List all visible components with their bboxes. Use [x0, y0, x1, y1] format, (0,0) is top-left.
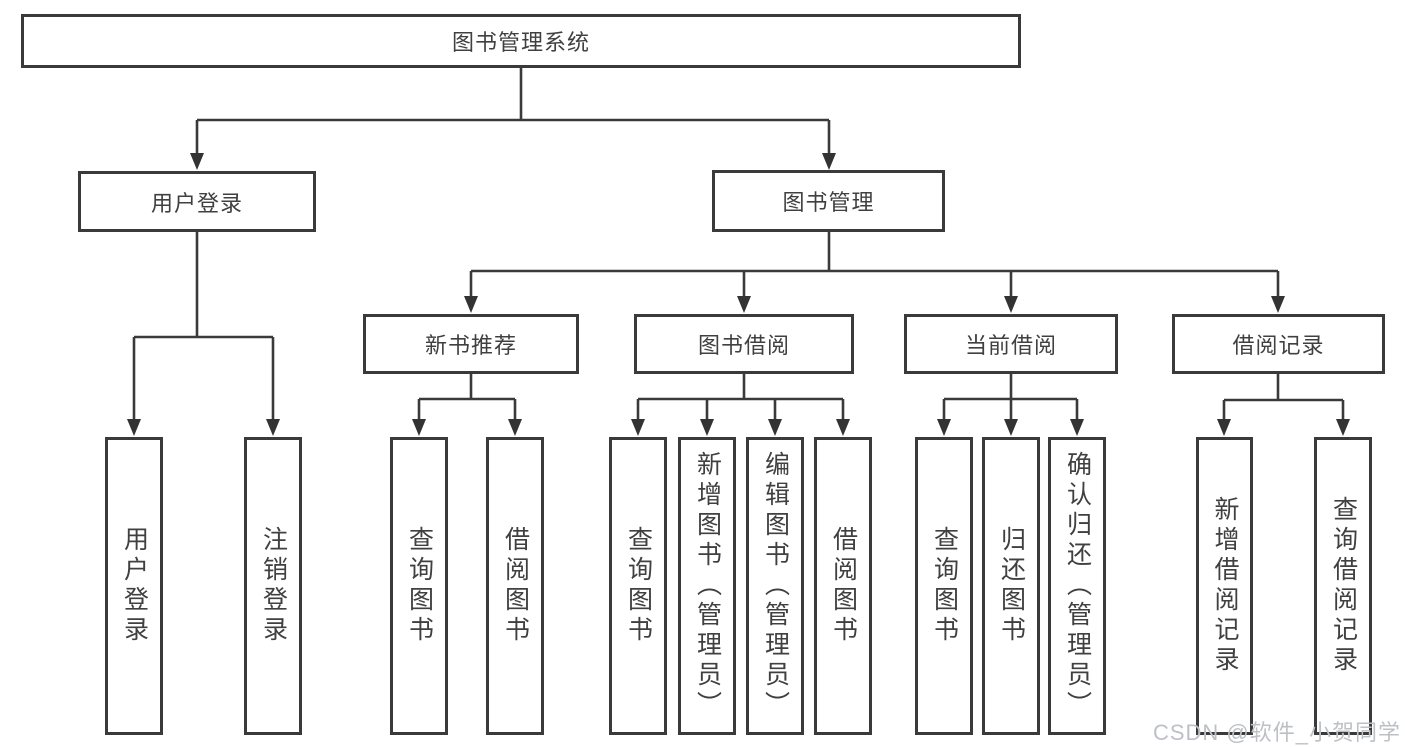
- node-label: 当前借阅: [964, 333, 1057, 358]
- node-label: 归还图书: [997, 526, 1026, 646]
- node-label: 确认归还（管理员）: [1063, 451, 1092, 721]
- csdn-watermark: CSDN @软件_小贺同学: [1152, 720, 1401, 745]
- node-label: 新增借阅记录: [1211, 496, 1239, 676]
- leaf-recommend-query-books: 查询图书: [390, 437, 448, 735]
- node-label: 借阅图书: [829, 526, 858, 646]
- node-label: 注销登录: [259, 526, 288, 646]
- node-label: 新增图书（管理员）: [693, 451, 722, 721]
- node-new-book-recommend: 新书推荐: [363, 314, 579, 374]
- leaf-records-query-record: 查询借阅记录: [1314, 437, 1372, 735]
- node-label: 新书推荐: [424, 333, 517, 358]
- node-label: 借阅图书: [501, 526, 530, 646]
- node-label: 查询图书: [624, 526, 653, 646]
- node-label: 用户登录: [120, 526, 149, 646]
- leaf-recommend-borrow-books: 借阅图书: [486, 437, 544, 735]
- node-book-borrow: 图书借阅: [634, 314, 854, 374]
- node-borrow-records: 借阅记录: [1172, 314, 1385, 374]
- arrowheads: [127, 153, 1350, 436]
- leaf-records-add-record: 新增借阅记录: [1196, 437, 1253, 735]
- node-label: 查询图书: [930, 526, 959, 646]
- leaf-current-query-books: 查询图书: [915, 437, 973, 735]
- node-label: 用户登录: [150, 190, 243, 216]
- node-current-borrow: 当前借阅: [904, 314, 1118, 374]
- leaf-borrow-edit-books-admin: 编辑图书（管理员）: [746, 437, 804, 735]
- leaf-current-return-books: 归还图书: [982, 437, 1040, 735]
- leaf-borrow-query-books: 查询图书: [609, 437, 667, 735]
- connector-path: [132, 68, 1345, 422]
- node-user-login: 用户登录: [78, 171, 316, 232]
- leaf-borrow-borrow-books: 借阅图书: [814, 437, 872, 735]
- node-label: 查询借阅记录: [1329, 496, 1358, 676]
- leaf-logout: 注销登录: [244, 437, 302, 735]
- leaf-borrow-add-books-admin: 新增图书（管理员）: [678, 437, 736, 735]
- node-label: 借阅记录: [1232, 333, 1325, 358]
- node-label: 图书管理: [782, 190, 875, 215]
- node-label: 编辑图书（管理员）: [761, 451, 790, 721]
- node-label: 图书借阅: [697, 333, 790, 358]
- node-library-management-system: 图书管理系统: [21, 14, 1021, 68]
- leaf-user-login: 用户登录: [105, 437, 163, 735]
- node-label: 图书管理系统: [451, 30, 590, 55]
- leaf-current-confirm-return-admin: 确认归还（管理员）: [1048, 437, 1106, 735]
- node-book-management: 图书管理: [712, 170, 945, 232]
- node-label: 查询图书: [405, 526, 434, 646]
